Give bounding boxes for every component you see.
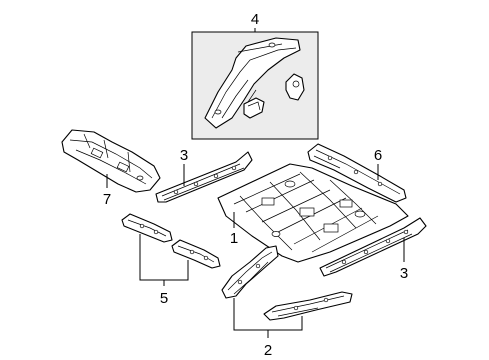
callout-6: 6 — [374, 147, 382, 164]
callout-1: 1 — [230, 230, 238, 247]
rear-rail-inset-panel — [191, 31, 319, 140]
leader-lines — [106, 28, 405, 338]
front-rail-hole — [136, 175, 144, 181]
floor-pan-part — [217, 163, 409, 263]
rear-bracket-part — [243, 97, 265, 119]
floor-pan-cutout — [339, 199, 353, 208]
floor-pan-hole — [284, 180, 296, 188]
crossmember-bracket-right-part — [171, 239, 221, 269]
floor-pan-cutout — [323, 223, 339, 233]
callout-5: 5 — [160, 290, 168, 307]
front-rail-slot — [116, 161, 130, 173]
floor-pan-hole — [271, 231, 281, 237]
rear-rail-hole — [268, 42, 276, 48]
center-reinforcement-rear-part — [263, 291, 353, 321]
callout-labels: 4 7 3 6 1 3 5 2 — [103, 11, 408, 359]
crossmember-bracket-left-part — [121, 213, 173, 243]
callout-3-upper: 3 — [180, 147, 188, 164]
center-reinforcement-front-part — [221, 245, 279, 299]
floor-pan-hole — [354, 210, 366, 218]
floor-pan-cutout — [261, 197, 275, 206]
rear-bracket-detail — [247, 101, 261, 111]
floor-pan-cutout — [299, 207, 315, 217]
side-sill-lower-part — [319, 217, 427, 277]
callout-2: 2 — [264, 342, 272, 359]
rear-rail-part — [204, 37, 301, 129]
callout-4: 4 — [251, 11, 259, 28]
rear-sill-member-part — [307, 143, 407, 203]
rear-rail-hole — [214, 109, 222, 115]
anchor-clip-hole — [292, 80, 300, 88]
callout-7: 7 — [103, 191, 111, 208]
rear-rail-detail — [211, 43, 297, 119]
front-rail-part — [61, 129, 161, 193]
front-rail-slot — [90, 147, 104, 159]
side-sill-upper-part — [155, 151, 253, 203]
callout-3-lower: 3 — [400, 265, 408, 282]
